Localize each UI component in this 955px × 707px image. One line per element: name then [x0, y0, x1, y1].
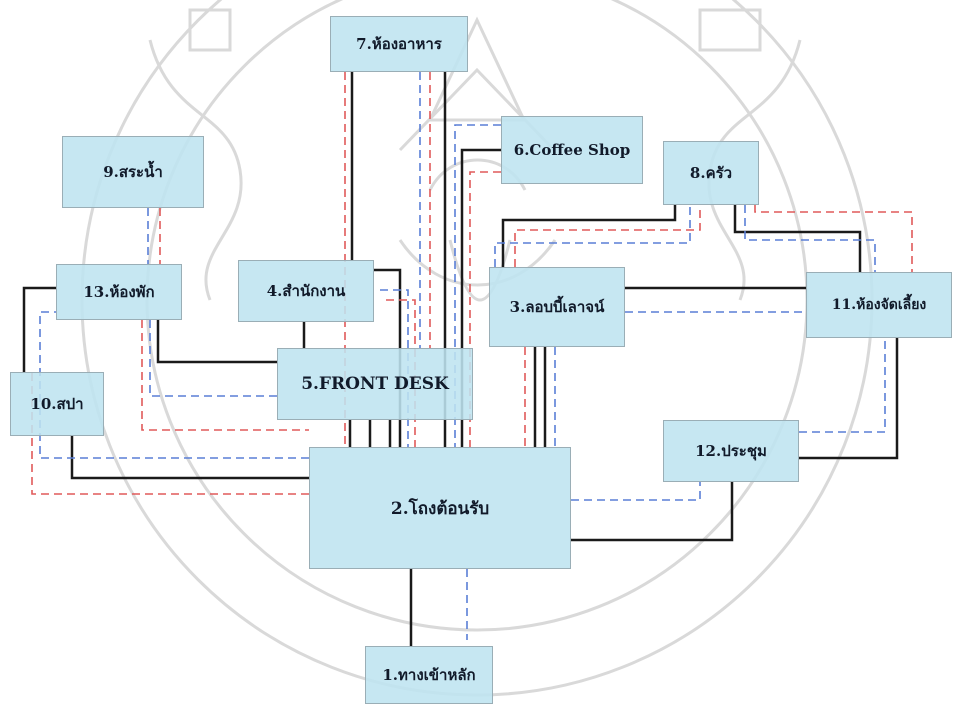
room-kitchen: 8.ครัว — [663, 141, 759, 205]
room-front-desk: 5.FRONT DESK — [277, 348, 473, 420]
room-label: 12.ประชุม — [695, 442, 767, 460]
room-label: 9.สระน้ำ — [103, 163, 163, 181]
link-8-11 — [733, 205, 862, 272]
room-coffee-shop: 6.Coffee Shop — [501, 116, 643, 184]
link-3-8-dashed — [494, 205, 691, 267]
room-reception-hall: 2.โถงต้อนรับ — [309, 447, 571, 569]
link-8-11-dashed — [744, 205, 876, 272]
room-label: 4.สำนักงาน — [266, 282, 346, 300]
link-12-11-dashed — [799, 338, 886, 433]
room-label: 13.ห้องพัก — [83, 283, 155, 301]
room-label: 10.สปา — [30, 395, 84, 413]
room-label: 5.FRONT DESK — [301, 374, 449, 394]
link-2-10 — [70, 436, 309, 480]
link-13-5 — [156, 320, 277, 364]
link-3-8-red — [514, 205, 701, 267]
room-label: 11.ห้องจัดเลี้ยง — [831, 297, 927, 313]
link-2-12-dashed — [571, 482, 701, 501]
room-guest-rooms: 13.ห้องพัก — [56, 264, 182, 320]
room-label: 6.Coffee Shop — [513, 141, 631, 159]
link-3-8 — [501, 205, 677, 267]
link-6-2-dashed — [454, 124, 501, 447]
room-lobby-lounge: 3.ลอบบี้เลาจน์ — [489, 267, 625, 347]
link-8-11-red — [754, 205, 913, 272]
room-label: 3.ลอบบี้เลาจน์ — [509, 298, 605, 316]
room-office: 4.สำนักงาน — [238, 260, 374, 322]
room-label: 2.โถงต้อนรับ — [390, 498, 490, 519]
link-12-11 — [799, 338, 899, 460]
link-10-13 — [22, 286, 56, 372]
link-13-5-dashed — [149, 320, 277, 397]
link-2-12 — [571, 482, 734, 542]
room-spa: 10.สปา — [10, 372, 104, 436]
room-label: 8.ครัว — [689, 164, 733, 182]
room-main-entrance: 1.ทางเข้าหลัก — [365, 646, 493, 704]
link-4-2-red — [386, 299, 416, 447]
room-meeting: 12.ประชุม — [663, 420, 799, 482]
room-label: 1.ทางเข้าหลัก — [382, 666, 476, 684]
room-label: 7.ห้องอาหาร — [356, 35, 442, 53]
room-swimming-pool: 9.สระน้ำ — [62, 136, 204, 208]
room-banquet: 11.ห้องจัดเลี้ยง — [806, 272, 952, 338]
room-dining: 7.ห้องอาหาร — [330, 16, 468, 72]
link-13-5-red — [141, 320, 309, 431]
